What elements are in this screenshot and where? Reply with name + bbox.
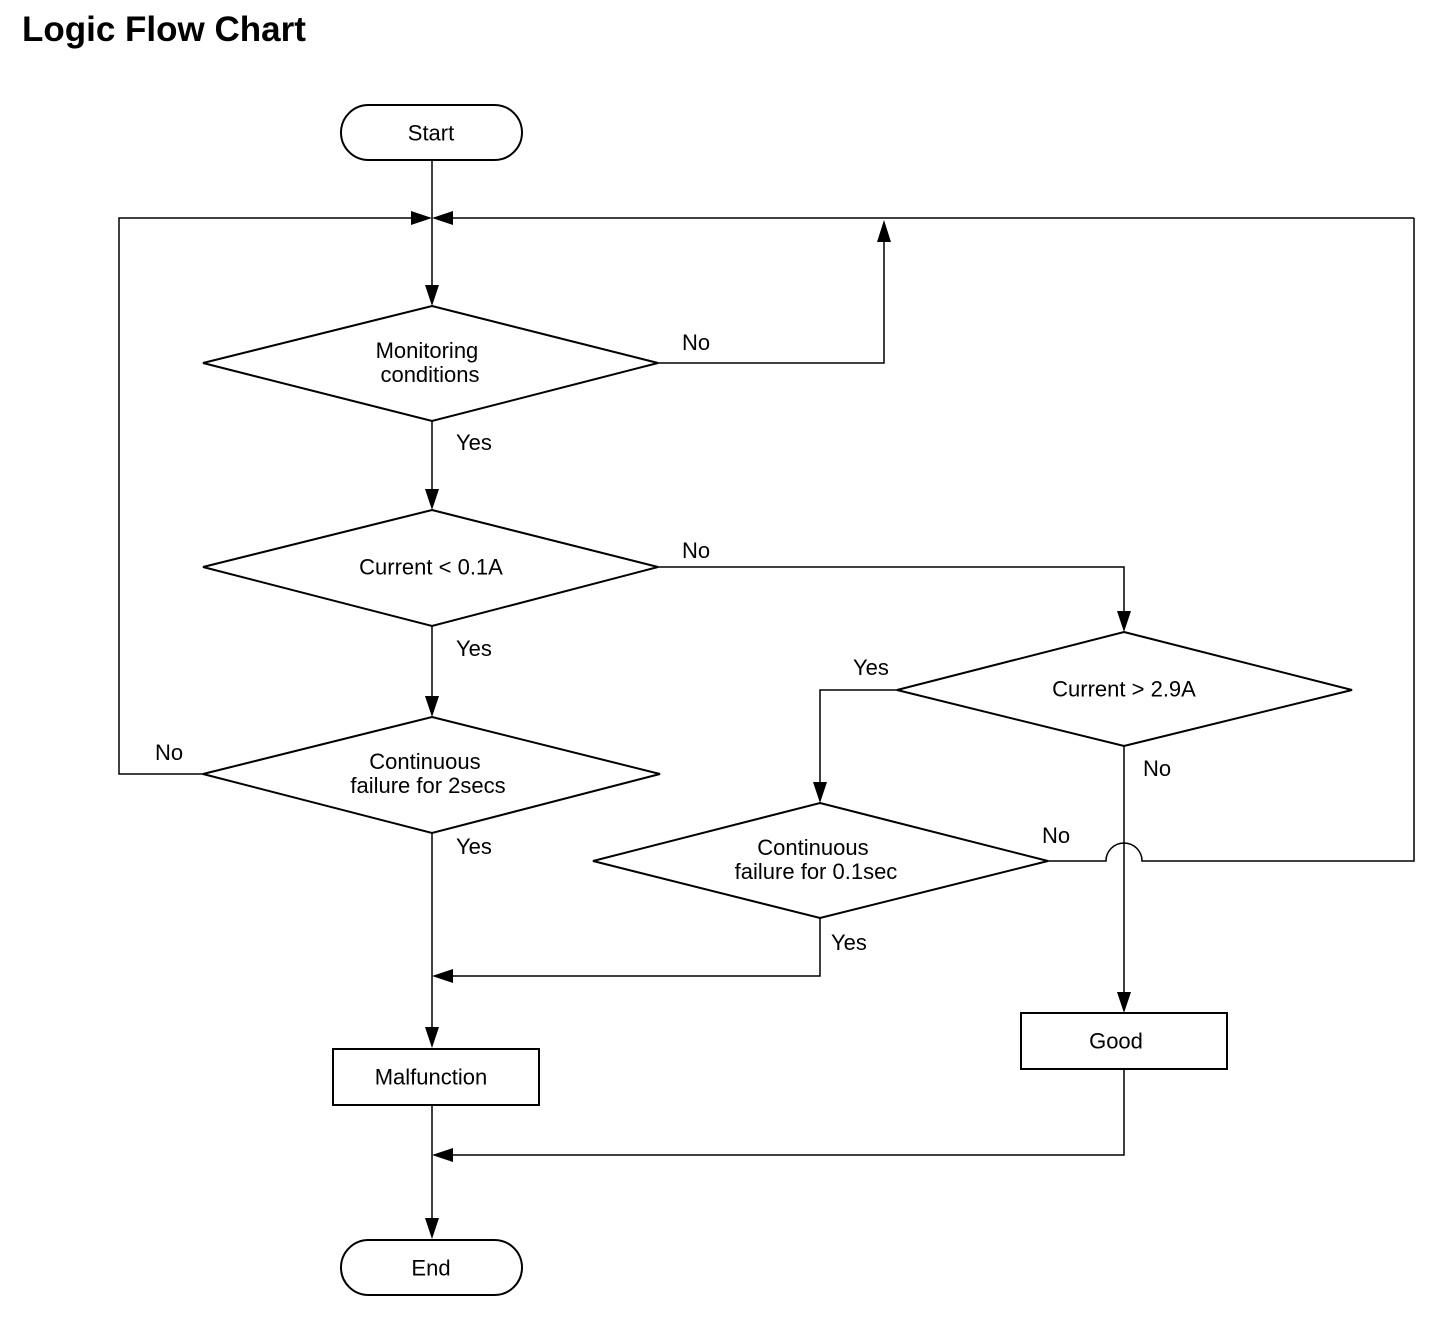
node-cont2s-label: Continuous failure for 2secs <box>350 749 505 798</box>
label-cont01s-no: No <box>1042 823 1070 848</box>
arrowhead-into-current-low <box>425 489 439 510</box>
node-monitoring-label: Monitoring conditions <box>376 338 485 387</box>
arrowhead-into-cont01s <box>813 782 827 803</box>
connectors <box>118 160 1415 1225</box>
arrowhead-into-monitoring <box>425 285 439 306</box>
process-shape <box>1020 1012 1228 1070</box>
edge-cont01s-no <box>1048 218 1415 862</box>
node-good: Good <box>1020 1012 1228 1070</box>
label-cont01s-yes: Yes <box>831 930 867 955</box>
node-continuous-2secs: Continuous failure for 2secs <box>202 715 661 835</box>
node-cont01s-line-1: Continuous <box>757 835 868 860</box>
edge-cont01s-yes <box>452 918 821 977</box>
arrowheads <box>411 211 1131 1239</box>
node-cont01s-label: Continuous failure for 0.1sec <box>735 835 898 884</box>
node-current-low: Current < 0.1A <box>202 508 659 628</box>
edge-current-low-no <box>658 566 1125 618</box>
edge-good-to-end <box>452 1069 1125 1156</box>
node-cont01s-line-2: failure for 0.1sec <box>735 859 898 884</box>
node-good-label: Good <box>1089 1029 1143 1054</box>
decision-shape <box>896 630 1353 748</box>
arrowhead-into-merge-from-right <box>432 211 453 225</box>
node-continuous-01sec: Continuous failure for 0.1sec <box>592 801 1049 920</box>
label-current-low-no: No <box>682 538 710 563</box>
edge-current-high-yes <box>819 689 897 789</box>
terminal-shape <box>340 1239 523 1296</box>
node-monitoring-line-2: conditions <box>380 362 479 387</box>
decision-shape <box>202 304 659 423</box>
arrowhead-good-merge <box>432 1148 453 1162</box>
node-end-label: End <box>411 1256 450 1281</box>
node-cont2s-line-1: Continuous <box>369 749 480 774</box>
node-current-high: Current > 2.9A <box>896 630 1353 748</box>
edge-labels: No Yes No Yes Yes No No Yes No Yes <box>155 330 1171 955</box>
label-cont2s-no: No <box>155 740 183 765</box>
edge-cont2s-no <box>118 217 411 775</box>
arrowhead-into-malfunction <box>425 1027 439 1048</box>
arrowhead-into-merge-from-left <box>411 211 432 225</box>
node-malfunction-label: Malfunction <box>375 1065 488 1090</box>
label-monitoring-yes: Yes <box>456 430 492 455</box>
edge-monitoring-no <box>658 238 885 364</box>
decision-shape <box>202 715 661 835</box>
node-monitoring-line-1: Monitoring <box>376 338 479 363</box>
node-current-high-label: Current > 2.9A <box>1052 677 1196 702</box>
node-start: Start <box>340 104 523 161</box>
arrowhead-cont01s-yes-merge <box>432 969 453 983</box>
label-cont2s-yes: Yes <box>456 834 492 859</box>
process-shape <box>332 1048 540 1106</box>
terminal-shape <box>340 104 523 161</box>
label-current-high-yes: Yes <box>853 655 889 680</box>
label-monitoring-no: No <box>682 330 710 355</box>
arrowhead-into-current-high <box>1117 611 1131 632</box>
node-malfunction: Malfunction <box>332 1048 540 1106</box>
node-end: End <box>340 1239 523 1296</box>
decision-shape <box>202 508 659 628</box>
label-current-high-no: No <box>1143 756 1171 781</box>
arrowhead-into-cont2s <box>425 696 439 717</box>
arrowhead-into-end <box>425 1218 439 1239</box>
decision-shape <box>592 801 1049 920</box>
page-title: Logic Flow Chart <box>22 10 306 49</box>
arrowhead-monitoring-no-up <box>877 220 891 242</box>
node-start-label: Start <box>408 121 454 146</box>
node-monitoring-conditions: Monitoring conditions <box>202 304 659 423</box>
label-current-low-yes: Yes <box>456 636 492 661</box>
node-current-low-label: Current < 0.1A <box>359 555 503 580</box>
arrowhead-into-good <box>1117 992 1131 1013</box>
node-cont2s-line-2: failure for 2secs <box>350 773 505 798</box>
